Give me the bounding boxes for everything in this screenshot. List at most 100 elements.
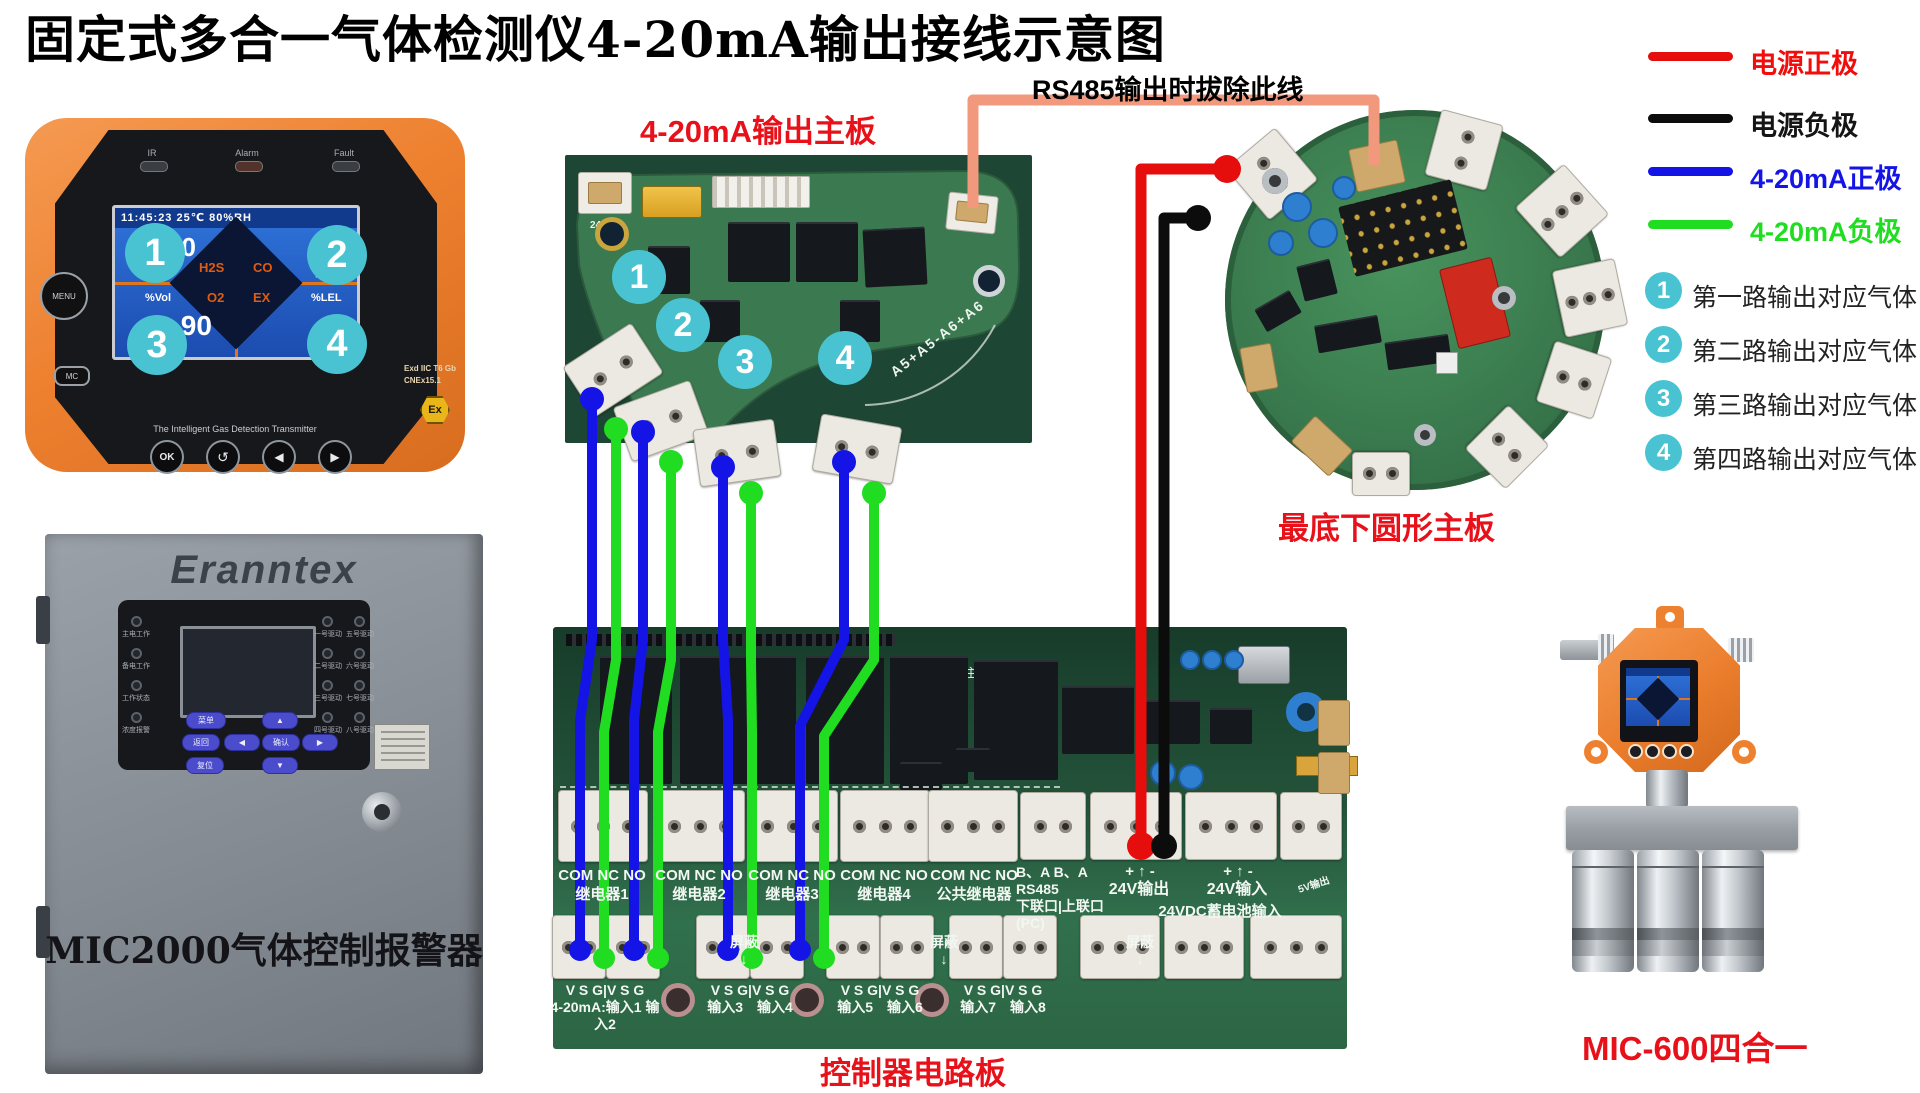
rs485-label: B、A B、A RS485 下联口|上联口(PC) (1016, 864, 1126, 932)
rs485-terminal (1020, 792, 1086, 860)
left-button: ◀ (262, 440, 296, 474)
output-24v-connector-pins (588, 182, 622, 204)
rs485-note: RS485输出时拔除此线 (1032, 75, 1304, 105)
drive-led-label: 二号驱动 (314, 663, 342, 670)
mic600-button (1662, 744, 1677, 759)
power-in-terminal (1185, 792, 1277, 860)
circ-screw-hole (1492, 286, 1516, 310)
shield-arrow: ↓ (940, 951, 948, 967)
shield-text: 屏蔽 (730, 934, 758, 950)
rs485-ports: 下联口|上联口(PC) (1016, 898, 1104, 931)
mount-hole (978, 270, 1000, 292)
relay-pins: COM NC NO (655, 867, 743, 884)
mic600-label: MIC-600四合一 (1582, 1030, 1808, 1067)
cb-ic (1146, 700, 1200, 744)
page-title: 固定式多合一气体检测仪4-20mA输出接线示意图 (25, 10, 1166, 69)
mic600-ear-left-hole (1591, 747, 1601, 757)
status-led-label: 工作状态 (122, 695, 150, 702)
relay (680, 656, 796, 784)
mount-hole (600, 222, 624, 246)
panel-back-button: 返回 (182, 734, 220, 751)
pin-header-white (712, 176, 810, 208)
blue-capacitor (1332, 176, 1356, 200)
relay-terminal (655, 790, 745, 862)
input-terminal (552, 915, 606, 979)
screen-badge-1: 1 (125, 223, 185, 283)
power-in-polarity: + ↑ - (1223, 863, 1253, 880)
usb-port (1238, 646, 1290, 684)
legend-channel-1: 第一路输出对应气体 (1692, 284, 1918, 312)
relay-name: 公共继电器 (936, 886, 1012, 903)
input-names: 输入3 输入4 (707, 999, 793, 1015)
drive-led (322, 712, 333, 723)
cb-ic (1210, 708, 1252, 744)
blue-capacitor (1202, 650, 1222, 670)
cb-mcu (1062, 686, 1134, 754)
relay-pins: COM NC NO (558, 867, 646, 884)
aux-terminal (1080, 915, 1160, 979)
relay-name: 继电器3 (765, 886, 819, 903)
circular-board-label: 最底下圆形主板 (1278, 511, 1495, 546)
screen-status-text: 11:45:23 25℃ 80%RH (121, 212, 252, 224)
box-model-label: MIC2000气体控制报警器 (45, 930, 483, 972)
cb-dashed-silk (560, 786, 1060, 788)
drive-led-label: 一号驱动 (314, 631, 342, 638)
mount-hole (920, 988, 944, 1012)
board-badge-3: 3 (718, 335, 772, 389)
shield-label: 屏蔽↓ (922, 934, 966, 968)
circ-screw-hole (1414, 424, 1436, 446)
relay-pins: COM NC NO (748, 867, 836, 884)
input-terminal (606, 915, 660, 979)
relay (600, 656, 672, 784)
board-badge-4: 4 (818, 331, 872, 385)
input-terminal (1003, 915, 1057, 979)
relay-pins: COM NC NO (930, 867, 1018, 884)
board-badge-1: 1 (612, 250, 666, 304)
aux-terminal (1164, 915, 1244, 979)
ic-chip (862, 226, 928, 288)
screen-badge-4: 4 (307, 314, 367, 374)
shield-arrow: ↓ (740, 951, 748, 967)
drive-led (354, 648, 365, 659)
panel-reset-button: 复位 (186, 757, 224, 774)
mic600-button (1645, 744, 1660, 759)
legend-label-420-neg: 4-20mA负极 (1750, 217, 1902, 247)
vsg-pins: V S G|V S G (710, 982, 790, 998)
shield-text: 屏蔽 (1126, 934, 1154, 950)
power-out-label: 24V输出 (1108, 881, 1170, 898)
right-button: ▶ (318, 440, 352, 474)
cert-line1: Exd IIC T6 Gb (404, 364, 457, 373)
panel-ok-button: 确认 (262, 734, 300, 751)
sensor-cylinder (1702, 850, 1764, 972)
cb-side-connector (1318, 752, 1350, 794)
circ-terminal (1352, 452, 1410, 496)
legend-badge-3: 3 (1645, 380, 1682, 417)
vsg-pins: V S G|V S G (565, 982, 645, 998)
box-lcd (180, 626, 316, 718)
legend-badge-4: 4 (1645, 434, 1682, 471)
legend-line-power-pos (1648, 52, 1733, 61)
drive-led-label: 三号驱动 (314, 695, 342, 702)
ch3-negative-lug (739, 481, 763, 505)
cb-ic (956, 748, 990, 772)
power-in-label: 24V输入 (1206, 881, 1268, 898)
status-led (131, 680, 142, 691)
legend-line-420-pos (1648, 167, 1733, 176)
output-24v-label: 24V (590, 220, 608, 231)
legend-label-power-pos: 电源正极 (1750, 49, 1858, 79)
output-rs485-connector-pins (955, 200, 989, 224)
status-led (131, 616, 142, 627)
gas-co: CO (253, 260, 273, 275)
cb-ic (900, 762, 942, 790)
alarm-led-label: Alarm (235, 148, 259, 158)
drive-led (322, 648, 333, 659)
box-hinge (36, 906, 50, 958)
relay-terminal (928, 790, 1018, 862)
legend-label-420-pos: 4-20mA正极 (1750, 164, 1902, 194)
gas-h2s: H2S (199, 260, 225, 275)
legend-channel-4: 第四路输出对应气体 (1692, 446, 1918, 474)
input-names: 输入7 输入8 (960, 999, 1046, 1015)
